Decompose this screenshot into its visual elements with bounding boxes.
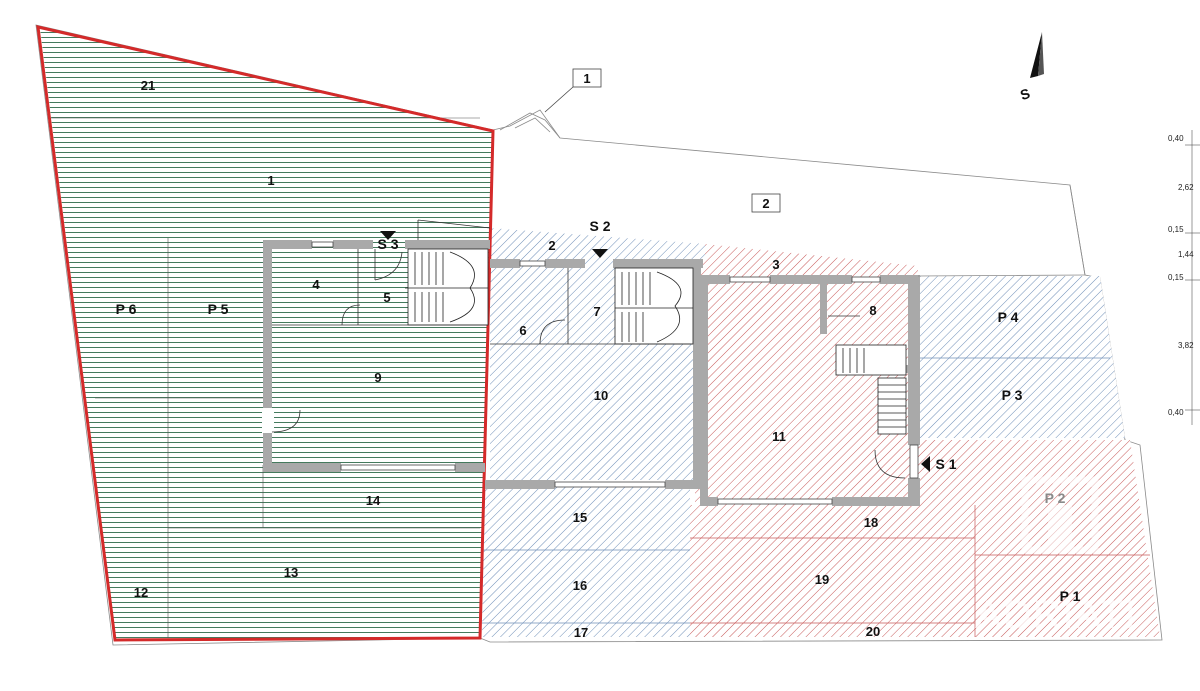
dimension-6: 3,82 — [1178, 341, 1194, 350]
watermark-text: ADRIATI — [975, 593, 1137, 637]
dimension-column — [1185, 130, 1200, 425]
room-6-label: 6 — [519, 323, 526, 338]
parcel-p4-label: P 4 — [998, 309, 1019, 325]
room-10-label: 10 — [594, 388, 608, 403]
dimension-3: 0,15 — [1168, 225, 1184, 234]
building-walls — [262, 240, 920, 506]
blue-zone-subdivisions — [482, 357, 1110, 624]
room-3-label: 3 — [772, 257, 779, 272]
room-21-label: 21 — [141, 78, 155, 93]
room-12-label: 12 — [134, 585, 148, 600]
dimension-7: 0,40 — [1168, 408, 1184, 417]
room-17-label: 17 — [574, 625, 588, 640]
room-15-label: 15 — [573, 510, 587, 525]
room-11-label: 11 — [772, 429, 786, 444]
entry-s3-arrow-icon — [380, 231, 396, 240]
entry-s2-label: S 2 — [589, 218, 610, 234]
red-zone-lower — [690, 505, 975, 637]
boxed-label-2-text: 2 — [762, 196, 769, 211]
boxed-label-1 — [572, 68, 602, 88]
parcel-p3-label: P 3 — [1002, 387, 1023, 403]
windows — [311, 241, 919, 505]
room-18-label: 18 — [864, 515, 878, 530]
room-14-label: 14 — [366, 493, 381, 508]
room-2-label: 2 — [548, 238, 555, 253]
blue-zone-p3-p4 — [918, 276, 1125, 438]
stairs — [405, 248, 907, 435]
red-zone-p1-p2 — [918, 440, 1160, 637]
blue-zone-lower — [482, 485, 690, 637]
access-path — [499, 112, 1086, 277]
dimension-2: 2,62 — [1178, 183, 1194, 192]
dimension-1: 0,40 — [1168, 134, 1184, 143]
room-16-label: 16 — [573, 578, 587, 593]
room-20-label: 20 — [866, 624, 880, 639]
dimension-4: 1,44 — [1178, 250, 1194, 259]
red-zone-subdivisions — [690, 505, 1150, 637]
room-19-label: 19 — [815, 572, 829, 587]
interior-partitions — [271, 219, 906, 479]
room-8-label: 8 — [869, 303, 876, 318]
boxed-label-2 — [751, 193, 781, 213]
north-arrow-label: S — [1018, 85, 1032, 103]
room-13-label: 13 — [284, 565, 298, 580]
room-4-label: 4 — [312, 277, 320, 292]
parcel-p1-label: P 1 — [1060, 588, 1081, 604]
parcel-p6-label: P 6 — [116, 301, 137, 317]
room-7-label: 7 — [593, 304, 600, 319]
room-9-label: 9 — [374, 370, 381, 385]
boxed-label-1-text: 1 — [583, 71, 590, 86]
north-arrow-icon — [1030, 32, 1044, 78]
room-1-label: 1 — [267, 173, 274, 188]
dimension-5: 0,15 — [1168, 273, 1184, 282]
watermark-logo — [1021, 476, 1099, 554]
room-5-label: 5 — [383, 290, 390, 305]
entry-s1-arrow-icon — [921, 456, 930, 472]
parcel-boundary — [36, 25, 495, 642]
entry-s1-label: S 1 — [935, 456, 956, 472]
entry-s2-arrow-icon — [592, 249, 608, 258]
parcel-p5-label: P 5 — [208, 301, 229, 317]
entry-s3-label: S 3 — [377, 236, 398, 252]
parcel-p2-label: P 2 — [1045, 490, 1066, 506]
red-zone-upper — [695, 244, 918, 505]
green-zone-subdivisions — [50, 117, 480, 638]
